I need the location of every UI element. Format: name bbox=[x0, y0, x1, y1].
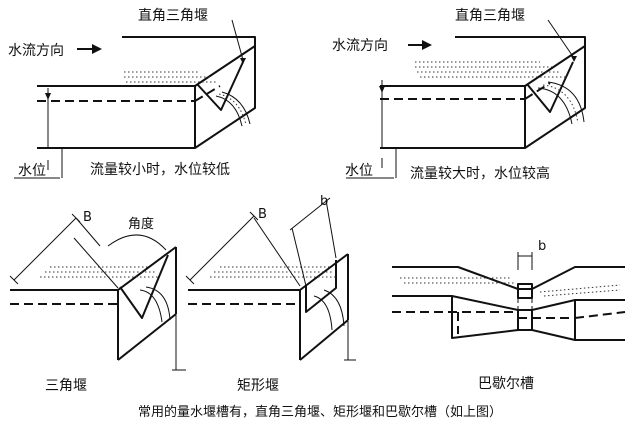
panel2-weir-label: 直角三角堰 bbox=[455, 7, 525, 24]
panel-large-flow: 直角三角堰 水流方向 水位 流量较大时，水位较高 bbox=[332, 7, 586, 182]
rectangular-dim-label: B bbox=[258, 207, 267, 222]
panel2-water-level-label: 水位 bbox=[345, 163, 373, 179]
panel1-water-level-label: 水位 bbox=[18, 163, 46, 179]
triangular-caption: 三角堰 bbox=[45, 378, 87, 394]
panel-small-flow: 直角三角堰 水流方向 水位 流量较小时，水位较低 bbox=[8, 7, 256, 179]
panel1-weir-label: 直角三角堰 bbox=[138, 7, 208, 24]
rectangular-width-label: b bbox=[320, 194, 328, 209]
panel2-flow-direction-label: 水流方向 bbox=[332, 38, 388, 54]
panel1-caption: 流量较小时，水位较低 bbox=[90, 162, 230, 178]
triangular-angle-label: 角度 bbox=[128, 216, 154, 232]
panel1-flow-direction-label: 水流方向 bbox=[8, 43, 64, 59]
panel-rectangular-weir: B b 矩形堰 bbox=[185, 194, 356, 394]
bottom-caption: 常用的量水堰槽有，直角三角堰、矩形堰和巴歇尔槽（如上图） bbox=[138, 404, 502, 420]
panel-triangular-weir: B 角度 三角堰 bbox=[9, 210, 186, 394]
rectangular-caption: 矩形堰 bbox=[237, 378, 279, 394]
panel2-caption: 流量较大时，水位较高 bbox=[410, 165, 550, 182]
parshall-caption: 巴歇尔槽 bbox=[478, 376, 534, 392]
panel-parshall-flume: b 巴歇尔槽 bbox=[392, 239, 626, 392]
triangular-dim-label: B bbox=[83, 210, 92, 225]
parshall-width-label: b bbox=[538, 239, 546, 254]
